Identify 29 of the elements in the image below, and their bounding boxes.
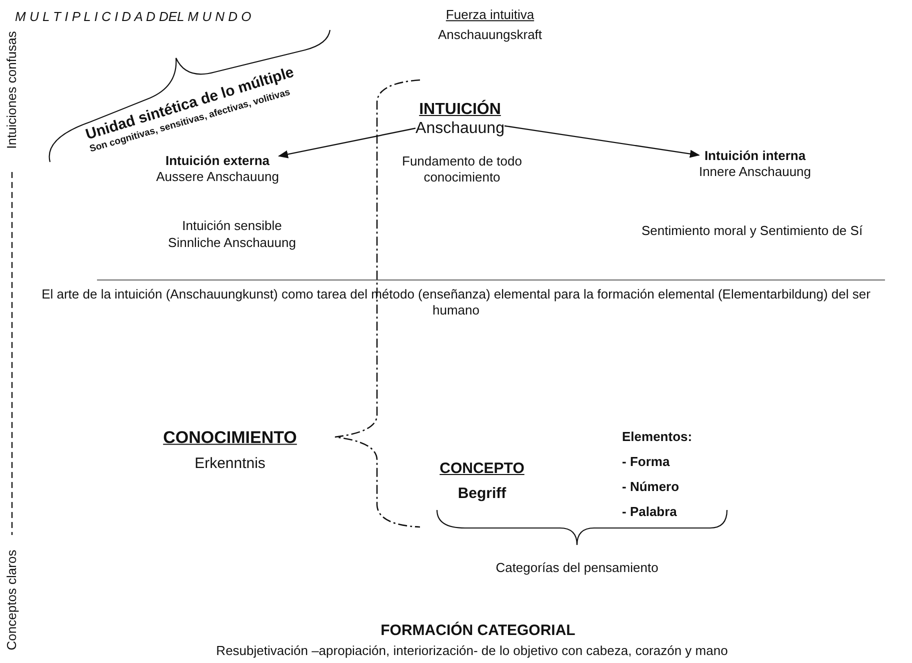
arrow xyxy=(504,125,700,158)
paragraph-text: El arte de la intuición (Anschauungkunst) como tarea del método (enseñanza) elemental para la formación elemental (Elementarbildung) del ser humano xyxy=(40,286,872,318)
note-text: Sinnliche Anschauung xyxy=(167,235,297,251)
note-text: Sentimiento moral y Sentimiento de Sí xyxy=(641,223,863,239)
caption-text: Categorías del pensamiento xyxy=(496,560,658,576)
heading-text: CONCEPTO xyxy=(440,460,524,478)
heading-text: M U L T I P L I C I D A D DEL M U N D O xyxy=(15,9,252,25)
paragraph-text: Resubjetivación –apropiación, interiorización- de lo objetivo con cabeza, corazón y mano xyxy=(216,643,728,659)
heading-text: FORMACIÓN CATEGORIAL xyxy=(380,622,576,640)
heading-text: CONOCIMIENTO xyxy=(163,428,297,448)
list-heading: Elementos: xyxy=(622,429,692,445)
note-text: Intuición sensible xyxy=(181,218,283,234)
list-item: - Palabra xyxy=(622,504,677,520)
subtitle-text: Begriff xyxy=(458,485,506,503)
subtitle-text: Anschauungskraft xyxy=(436,27,544,43)
list-item: - Número xyxy=(622,479,680,495)
heading-text: INTUICIÓN xyxy=(419,100,501,120)
axis-label: Intuiciones confusas xyxy=(4,31,20,149)
subtitle-text: Fuerza intuitiva xyxy=(444,7,536,23)
heading-text: Intuición interna xyxy=(704,148,806,164)
subtitle-text: Erkenntnis xyxy=(194,455,266,473)
note-text: Fundamento de todo conocimiento xyxy=(401,153,523,185)
arrow xyxy=(278,128,416,158)
axis-label: Conceptos claros xyxy=(4,550,20,650)
subtitle-text: Innere Anschauung xyxy=(698,164,812,180)
subtitle-text: Aussere Anschauung xyxy=(156,168,279,184)
list-item: - Forma xyxy=(622,454,670,470)
subtitle-text: Anschauung xyxy=(416,119,504,138)
heading-text: Intuición externa xyxy=(165,153,270,169)
